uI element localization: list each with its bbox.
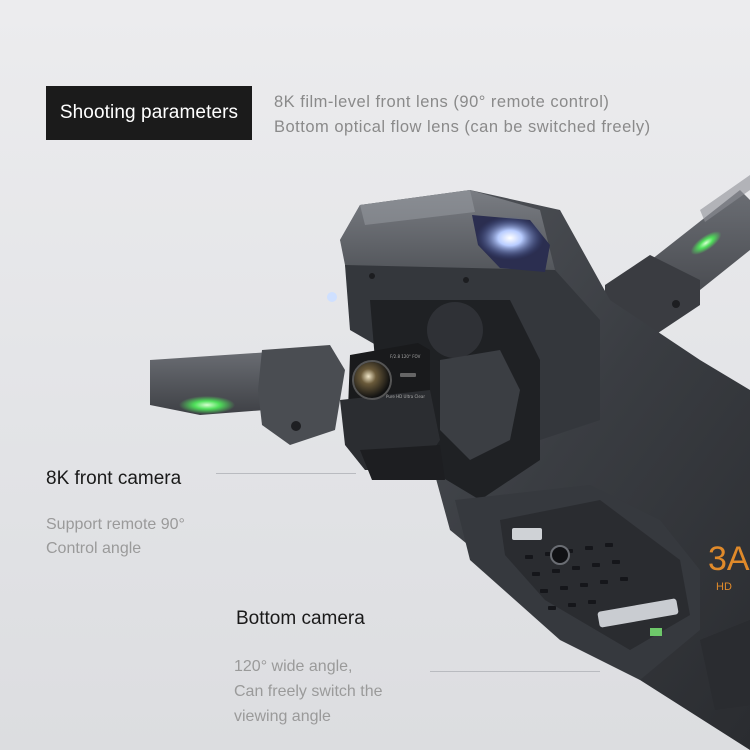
front-camera-module: F/2.8 120° FOV Pure HD Ultra Clear bbox=[340, 343, 445, 480]
bottom-camera-desc-line-3: viewing angle bbox=[234, 708, 331, 725]
front-camera-lens bbox=[354, 362, 390, 398]
bottom-camera-desc-line-1: 120° wide angle, bbox=[234, 658, 353, 675]
front-camera-desc-line-1: Support remote 90° bbox=[46, 516, 185, 533]
shooting-parameters-badge: Shooting parameters bbox=[46, 86, 252, 140]
lens-label-top: F/2.8 120° FOV bbox=[390, 354, 421, 359]
rear-arm-led bbox=[690, 231, 722, 255]
front-camera-title: 8K front camera bbox=[46, 468, 182, 489]
product-logo: 3A bbox=[708, 540, 750, 578]
parameter-list: 8K film-level front lens (90° remote con… bbox=[274, 90, 651, 140]
front-camera-leader-line bbox=[216, 473, 356, 474]
bottom-camera-leader-line bbox=[430, 671, 600, 672]
front-light bbox=[476, 216, 544, 260]
gimbal-arm bbox=[440, 350, 520, 460]
bottom-camera-desc-line-2: Can freely switch the bbox=[234, 683, 383, 700]
lens-label-bottom: Pure HD Ultra Clear bbox=[386, 394, 425, 399]
front-left-led bbox=[179, 396, 235, 414]
front-camera-desc-line-2: Control angle bbox=[46, 540, 142, 557]
badge-label: Shooting parameters bbox=[59, 102, 239, 123]
front-camera-description: Support remote 90° Control angle bbox=[46, 513, 185, 561]
bottom-camera-sensor bbox=[512, 528, 542, 540]
parameter-line-2: Bottom optical flow lens (can be switche… bbox=[274, 118, 651, 136]
bottom-camera-description: 120° wide angle, Can freely switch the v… bbox=[234, 654, 383, 729]
bottom-camera-title: Bottom camera bbox=[236, 608, 365, 629]
parameter-line-1: 8K film-level front lens (90° remote con… bbox=[274, 93, 610, 111]
product-logo-sub: HD bbox=[716, 581, 732, 593]
